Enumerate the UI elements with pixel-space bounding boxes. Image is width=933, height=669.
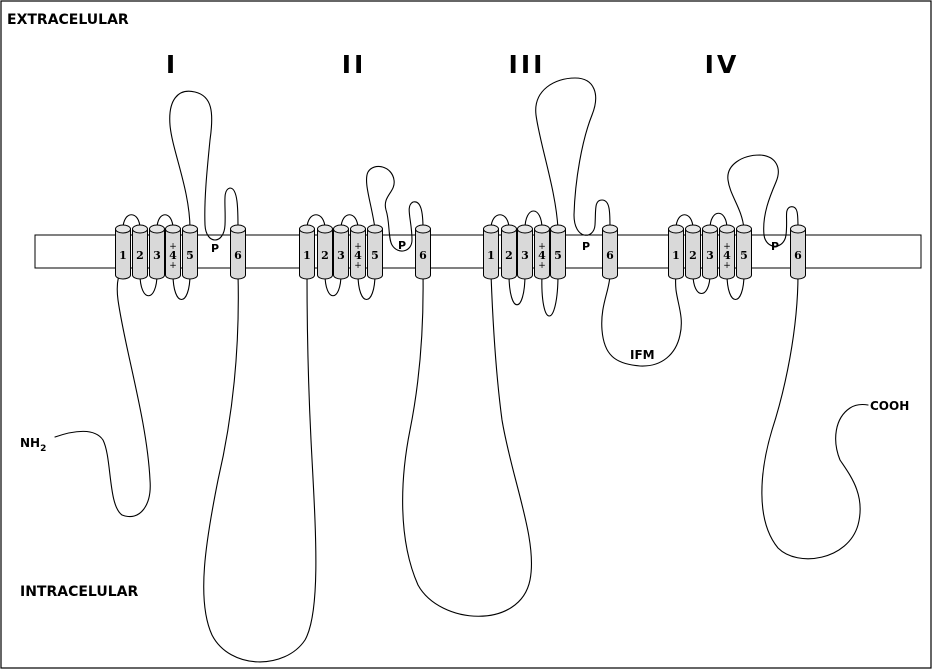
helix-number-label: 2 xyxy=(136,249,144,262)
domain-iii-helix-s6: 6 xyxy=(603,225,618,279)
domain-iii-helix-s4: 4++ xyxy=(535,225,550,279)
n-terminus-segment xyxy=(55,268,150,517)
domain-ii-helix-s2: 2 xyxy=(318,225,333,279)
ifm-motif-label: IFM xyxy=(630,348,655,362)
domain-i-pore-label: P xyxy=(211,242,219,255)
domain-i-p-loop xyxy=(170,91,238,240)
extracellular-label: EXTRACELULAR xyxy=(7,12,129,28)
i-ii-linker xyxy=(204,274,316,662)
helix-number-label: 6 xyxy=(419,249,427,262)
domain-i-helix-s3: 3 xyxy=(150,225,165,279)
domain-ii-helix-s1: 1 xyxy=(300,225,315,279)
helix-number-label: 5 xyxy=(371,249,379,262)
domain-iv-helix-s3: 3 xyxy=(703,225,718,279)
nh-subscript: 2 xyxy=(40,444,46,454)
helix-number-label: 5 xyxy=(554,249,562,262)
domain-iv-helix-s5: 5 xyxy=(737,225,752,279)
domain-iii-helix-s2: 2 xyxy=(502,225,517,279)
helix-number-label: 3 xyxy=(706,249,714,262)
domain-i-helix-s5: 5 xyxy=(183,225,198,279)
intracellular-label: INTRACELULAR xyxy=(20,584,138,600)
helix-number-label: 1 xyxy=(119,249,127,262)
ii-iii-linker xyxy=(403,274,532,616)
domain-ii-helix-s6: 6 xyxy=(416,225,431,279)
helix-number-label: 2 xyxy=(321,249,329,262)
voltage-sensor-charge-top: + xyxy=(538,242,546,252)
helix-number-label: 6 xyxy=(234,249,242,262)
helix-number-label: 1 xyxy=(672,249,680,262)
domain-iv-helix-s6: 6 xyxy=(791,225,806,279)
domain-ii-label: II xyxy=(342,50,367,79)
helix-number-label: 6 xyxy=(606,249,614,262)
domain-ii-helix-s3: 3 xyxy=(334,225,349,279)
domain-iii-p-loop xyxy=(536,78,610,235)
domain-iii-s4-s5-loop xyxy=(542,274,558,316)
helix-number-label: 1 xyxy=(303,249,311,262)
domain-i-helix-s1: 1 xyxy=(116,225,131,279)
domain-iii-helix-s3: 3 xyxy=(518,225,533,279)
domain-iv-label: IV xyxy=(705,50,740,79)
voltage-sensor-charge-top: + xyxy=(723,242,731,252)
domain-iii-helix-s5: 5 xyxy=(551,225,566,279)
helix-number-label: 5 xyxy=(740,249,748,262)
helix-number-label: 6 xyxy=(794,249,802,262)
helix-number-label: 3 xyxy=(337,249,345,262)
voltage-sensor-charge-top: + xyxy=(169,242,177,252)
domain-iv-helix-s4: 4++ xyxy=(720,225,735,279)
domain-iii-label: III xyxy=(509,50,546,79)
domain-iii-pore-label: P xyxy=(582,240,590,253)
nh-text: NH xyxy=(20,436,40,450)
c-terminus-label: COOH xyxy=(870,399,909,413)
n-terminus-label: NH2 xyxy=(20,436,46,454)
domain-i-helix-s2: 2 xyxy=(133,225,148,279)
helix-number-label: 1 xyxy=(487,249,495,262)
helix-number-label: 2 xyxy=(689,249,697,262)
helix-number-label: 2 xyxy=(505,249,513,262)
helix-number-label: 3 xyxy=(521,249,529,262)
domain-i-helix-s4: 4++ xyxy=(166,225,181,279)
c-terminus-segment xyxy=(762,274,868,559)
domain-iv-helix-s2: 2 xyxy=(686,225,701,279)
domain-i-label: I xyxy=(166,50,178,79)
domain-iv-helix-s1: 1 xyxy=(669,225,684,279)
domain-ii-helix-s4: 4++ xyxy=(351,225,366,279)
domain-iv-pore-label: P xyxy=(771,240,779,253)
domain-ii-pore-label: P xyxy=(398,239,406,252)
polypeptide-chain xyxy=(55,78,868,662)
domain-i-helix-s6: 6 xyxy=(231,225,246,279)
helix-number-label: 5 xyxy=(186,249,194,262)
domain-ii-helix-s5: 5 xyxy=(368,225,383,279)
voltage-sensor-charge-bottom: + xyxy=(354,261,362,271)
helix-number-label: 3 xyxy=(153,249,161,262)
voltage-sensor-charge-bottom: + xyxy=(538,261,546,271)
voltage-sensor-charge-top: + xyxy=(354,242,362,252)
voltage-sensor-charge-bottom: + xyxy=(169,261,177,271)
voltage-sensor-charge-bottom: + xyxy=(723,261,731,271)
domain-iii-helix-s1: 1 xyxy=(484,225,499,279)
